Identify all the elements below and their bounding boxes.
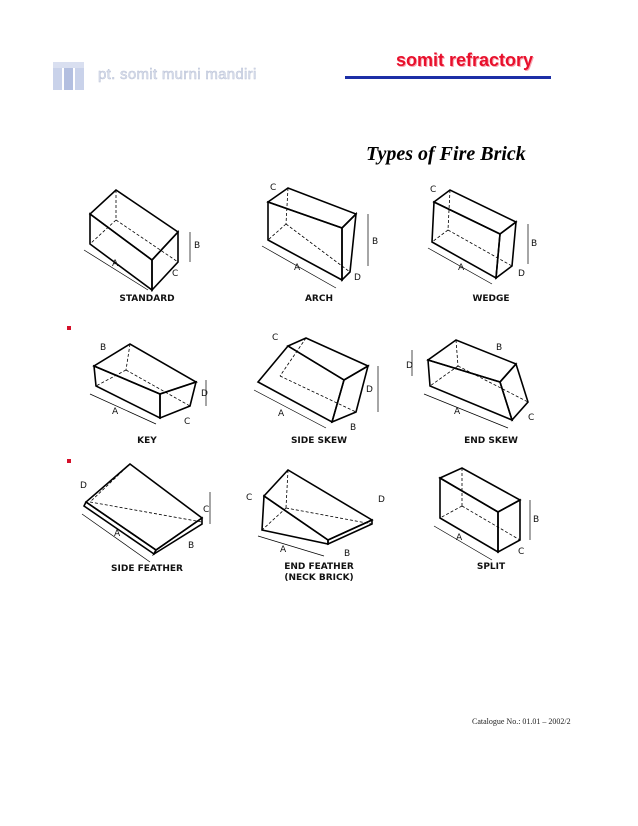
side-skew-brick-diagram: A B C D — [253, 333, 379, 432]
brick-label: KEY — [137, 436, 157, 446]
brick-label: ARCH — [304, 294, 334, 304]
brick-label: END SKEW — [464, 436, 518, 446]
brick-standard: A B C STANDARD — [60, 180, 234, 316]
split-brick-diagram: A B C — [433, 467, 539, 561]
dim-d-label: D — [378, 495, 385, 505]
dim-a-label: A — [280, 545, 287, 555]
company-name: pt. somit murni mandiri — [98, 66, 257, 84]
brick-wedge: A B C D WEDGE — [404, 180, 578, 316]
brick-label: WEDGE — [472, 294, 510, 304]
bullet-marker — [67, 459, 71, 463]
dim-c-label: C — [184, 417, 190, 427]
brand-name: somit refractory — [396, 50, 534, 70]
arch-brick-diagram: A B C D — [261, 183, 378, 289]
standard-brick-diagram: A B C — [83, 188, 200, 292]
dim-c-label: C — [246, 493, 252, 503]
dim-d-label: D — [80, 481, 87, 491]
side-feather-brick-diagram: A B C D — [80, 462, 211, 563]
dim-b-label: B — [531, 239, 537, 249]
dim-b-label: B — [372, 237, 378, 247]
brick-label: SIDE SKEW — [290, 436, 348, 446]
bullet-marker — [67, 326, 71, 330]
dim-a-label: A — [454, 407, 461, 417]
dim-d-label: D — [354, 273, 361, 283]
brick-end-feather: A B C D END FEATHER (NECK BRICK) — [232, 458, 406, 594]
brick-split: A B C SPLIT — [404, 458, 578, 594]
brick-types-grid: A B C STANDARD A B C D ARCH — [60, 180, 580, 600]
dim-b-label: B — [344, 549, 350, 559]
dim-c-label: C — [270, 183, 276, 193]
key-brick-diagram: A B C D — [89, 343, 208, 427]
page-title: Types of Fire Brick — [366, 143, 526, 165]
dim-d-label: D — [406, 361, 413, 371]
dim-c-label: C — [203, 505, 209, 515]
dim-a-label: A — [294, 263, 301, 273]
dim-b-label: B — [533, 515, 539, 525]
brick-arch: A B C D ARCH — [232, 180, 406, 316]
wedge-brick-diagram: A B C D — [427, 185, 537, 285]
dim-b-label: B — [350, 423, 356, 432]
dim-c-label: C — [172, 269, 178, 279]
dim-a-label: A — [114, 529, 121, 539]
dim-a-label: A — [112, 407, 119, 417]
dim-d-label: D — [518, 269, 525, 279]
dim-c-label: C — [430, 185, 436, 195]
dim-b-label: B — [194, 241, 200, 251]
dim-c-label: C — [518, 547, 524, 557]
dim-d-label: D — [366, 385, 373, 395]
brick-side-feather: A B C D SIDE FEATHER — [60, 458, 234, 594]
brick-key: A B C D KEY — [60, 320, 234, 456]
catalogue-number: Catalogue No.: 01.01 – 2002/2 — [472, 717, 571, 726]
dim-c-label: C — [272, 333, 278, 343]
dim-b-label: B — [496, 343, 502, 353]
dim-d-label: D — [201, 389, 208, 399]
brick-end-skew: A B C D END SKEW — [404, 320, 578, 456]
dim-b-label: B — [188, 541, 194, 551]
dim-a-label: A — [456, 533, 463, 543]
brick-label: SPLIT — [476, 562, 506, 572]
refractory-brick-logo-icon — [53, 62, 84, 90]
dim-a-label: A — [458, 263, 465, 273]
brick-label: SIDE FEATHER — [111, 564, 183, 574]
dim-c-label: C — [528, 413, 534, 423]
dim-a-label: A — [112, 259, 119, 269]
brick-side-skew: A B C D SIDE SKEW — [232, 320, 406, 456]
dim-b-label: B — [100, 343, 106, 353]
end-skew-brick-diagram: A B C D — [406, 339, 534, 429]
dim-a-label: A — [278, 409, 285, 419]
end-feather-brick-diagram: A B C D — [246, 468, 385, 559]
brick-label: STANDARD — [119, 294, 175, 304]
brick-label: END FEATHER (NECK BRICK) — [284, 562, 354, 583]
header-rule — [345, 76, 551, 79]
